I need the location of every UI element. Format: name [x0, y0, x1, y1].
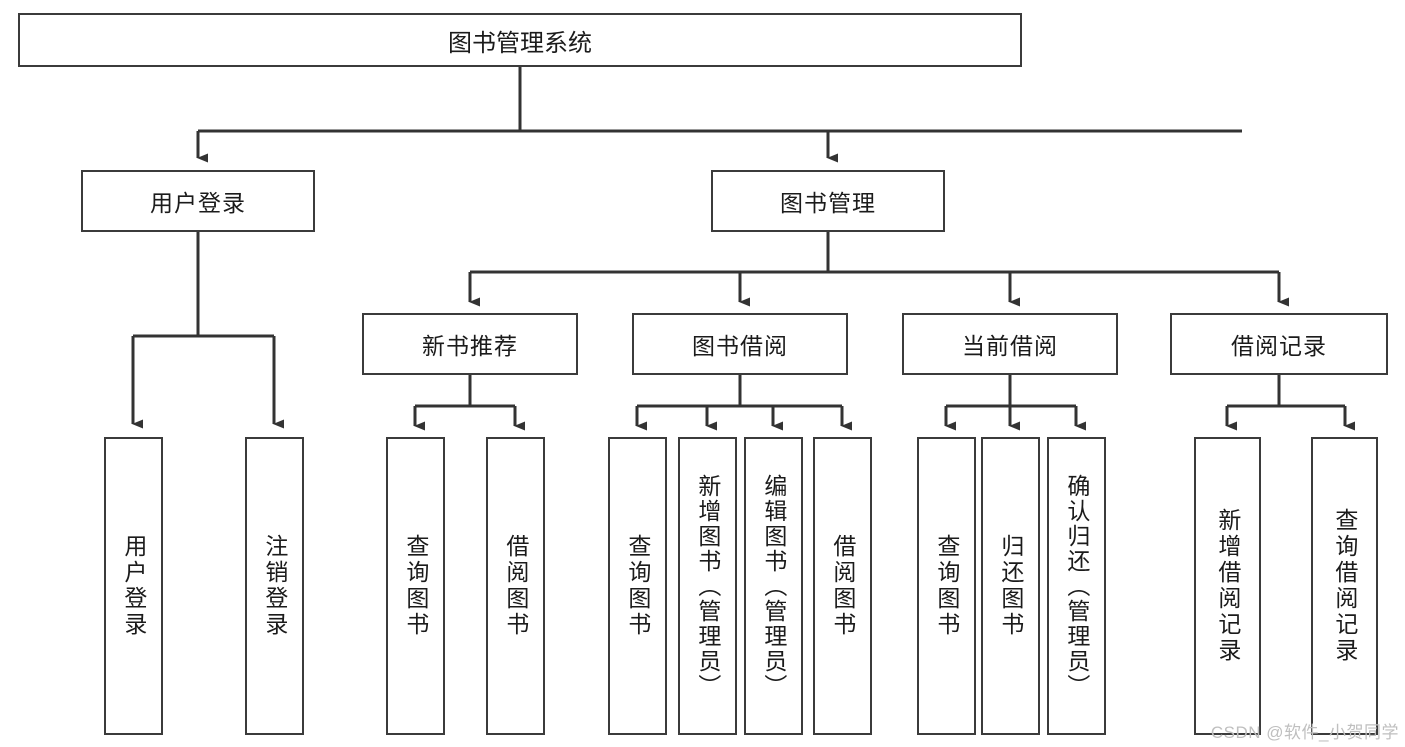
watermark-csdn: CSDN @软件_小贺同学: [1210, 723, 1399, 742]
leaf-label: 查询图书: [402, 534, 429, 638]
leaf-label: 用户登录: [120, 534, 147, 638]
leaf-book-borrow-borrow[interactable]: 借阅图书: [813, 437, 872, 735]
leaf-book-borrow-query[interactable]: 查询图书: [608, 437, 667, 735]
leaf-label: 借阅图书: [829, 534, 856, 638]
leaf-current-borrow-confirm-return[interactable]: 确认归还（管理员）: [1047, 437, 1106, 735]
node-current-borrow[interactable]: 当前借阅: [902, 313, 1118, 375]
node-root-system[interactable]: 图书管理系统: [18, 13, 1022, 67]
leaf-current-borrow-return[interactable]: 归还图书: [981, 437, 1040, 735]
leaf-label: 查询图书: [933, 534, 960, 638]
leaf-label: 归还图书: [997, 534, 1024, 638]
leaf-label: 新增图书（管理员）: [694, 473, 721, 699]
node-label: 图书管理: [780, 190, 876, 216]
leaf-label: 新增借阅记录: [1214, 508, 1241, 664]
leaf-borrow-record-add[interactable]: 新增借阅记录: [1194, 437, 1261, 735]
leaf-book-borrow-edit[interactable]: 编辑图书（管理员）: [744, 437, 803, 735]
leaf-current-borrow-query[interactable]: 查询图书: [917, 437, 976, 735]
node-label: 用户登录: [150, 190, 246, 216]
leaf-new-book-borrow[interactable]: 借阅图书: [486, 437, 545, 735]
node-label: 图书管理系统: [448, 29, 592, 57]
node-label: 图书借阅: [692, 333, 788, 359]
node-label: 借阅记录: [1231, 333, 1327, 359]
node-user-login[interactable]: 用户登录: [81, 170, 315, 232]
leaf-label: 编辑图书（管理员）: [760, 473, 787, 699]
leaf-label: 确认归还（管理员）: [1063, 473, 1090, 699]
leaf-label: 查询图书: [624, 534, 651, 638]
node-book-borrow[interactable]: 图书借阅: [632, 313, 848, 375]
node-label: 新书推荐: [422, 333, 518, 359]
leaf-user-login-logout[interactable]: 注销登录: [245, 437, 304, 735]
leaf-label: 注销登录: [261, 534, 288, 638]
leaf-borrow-record-query[interactable]: 查询借阅记录: [1311, 437, 1378, 735]
leaf-book-borrow-add[interactable]: 新增图书（管理员）: [678, 437, 737, 735]
node-new-book-recommend[interactable]: 新书推荐: [362, 313, 578, 375]
node-label: 当前借阅: [962, 333, 1058, 359]
leaf-label: 查询借阅记录: [1331, 508, 1358, 664]
node-borrow-record[interactable]: 借阅记录: [1170, 313, 1388, 375]
leaf-new-book-query[interactable]: 查询图书: [386, 437, 445, 735]
node-book-management[interactable]: 图书管理: [711, 170, 945, 232]
leaf-label: 借阅图书: [502, 534, 529, 638]
leaf-user-login-login[interactable]: 用户登录: [104, 437, 163, 735]
